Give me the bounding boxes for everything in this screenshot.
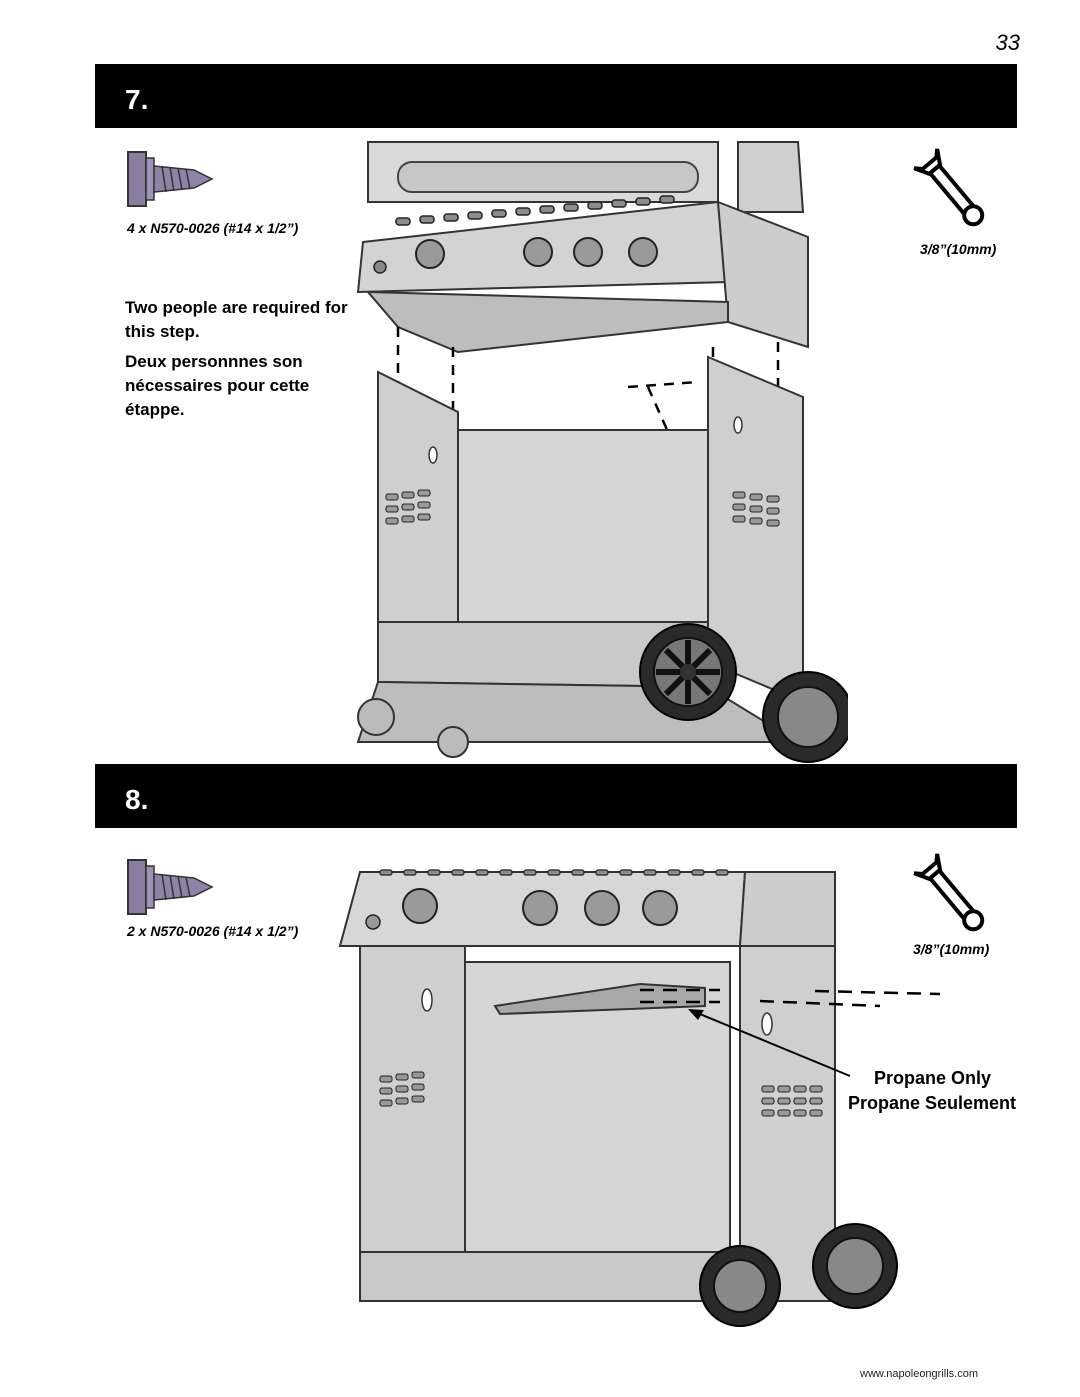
note-english: Two people are required for this step. (125, 298, 348, 341)
step-7-wrench-label: 3/8”(10mm) (920, 241, 997, 257)
step-8-wrench-label: 3/8”(10mm) (913, 941, 990, 957)
step-7-screw-label: 4 x N570-0026 (#14 x 1/2”) (127, 220, 299, 236)
grill-assembly-illustration-step-7 (356, 141, 868, 763)
callout-propane-only: Propane Only (873, 1068, 991, 1088)
step-8-number: 8. (125, 784, 149, 815)
wrench-icon (913, 148, 985, 227)
screw-icon (127, 859, 214, 915)
callout-propane-seulement: Propane Seulement (847, 1093, 1016, 1113)
screw-icon (127, 151, 214, 207)
step-7-header: 7. (95, 64, 1017, 128)
step-8-screw-label: 2 x N570-0026 (#14 x 1/2”) (127, 923, 299, 939)
step-8-header: 8. (95, 764, 1017, 828)
grill-assembly-illustration-step-8 (338, 869, 941, 1327)
note-french: Deux personnnes son nécessaires pour cet… (125, 352, 310, 419)
wrench-icon (913, 853, 985, 932)
footer-website: www.napoleongrills.com (860, 1368, 978, 1380)
page-number: 33 (995, 30, 1020, 55)
step-7-number: 7. (125, 84, 149, 115)
